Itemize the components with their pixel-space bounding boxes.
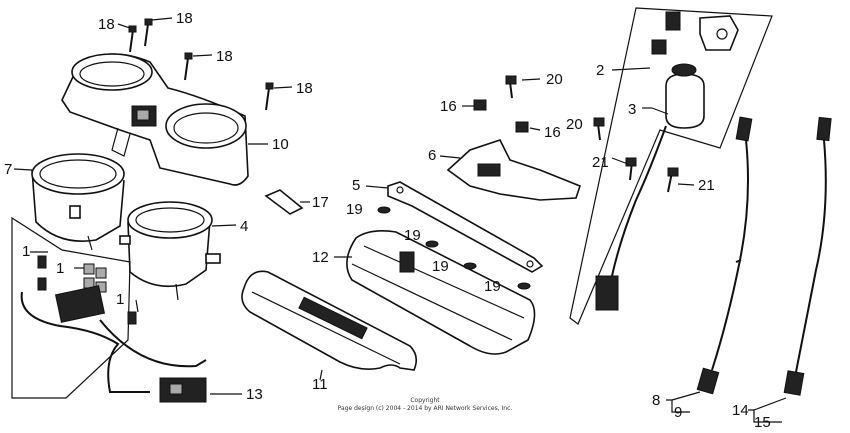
callout-15: 15 <box>754 414 771 431</box>
callout-2: 2 <box>596 62 604 79</box>
callout-20-a: 20 <box>546 71 563 88</box>
speedometer-cable[interactable] <box>666 116 753 413</box>
callout-labels: 18 18 18 18 10 7 4 17 1 1 1 13 12 11 5 1… <box>4 10 771 431</box>
callout-18-a: 18 <box>98 16 115 33</box>
ignition-switch-box <box>569 7 773 325</box>
callout-19-d: 19 <box>484 278 501 295</box>
meter-case-upper[interactable] <box>61 53 268 186</box>
callout-14: 14 <box>732 402 749 419</box>
callout-17: 17 <box>312 194 329 211</box>
callout-7: 7 <box>4 161 12 178</box>
callout-18-d: 18 <box>296 80 313 97</box>
callout-6: 6 <box>428 147 436 164</box>
nut-washer-set[interactable] <box>377 75 605 290</box>
callout-19-a: 19 <box>346 201 363 218</box>
callout-16-a: 16 <box>440 98 457 115</box>
meter-plate[interactable] <box>264 189 310 215</box>
callout-21-a: 21 <box>592 154 609 171</box>
callout-20-b: 20 <box>566 116 583 133</box>
callout-19-c: 19 <box>432 258 449 275</box>
copyright-line-2: Page design (c) 2004 - 2014 by ARI Netwo… <box>338 405 513 412</box>
bulb-sockets[interactable] <box>20 251 242 403</box>
ignition-wire-lead[interactable] <box>595 125 695 311</box>
callout-4: 4 <box>240 218 248 235</box>
callout-18-b: 18 <box>176 10 193 27</box>
copyright-line-1: Copyright <box>410 397 440 404</box>
callout-12: 12 <box>312 249 329 266</box>
callout-1-c: 1 <box>116 291 124 308</box>
meter-bracket[interactable] <box>365 181 544 273</box>
callout-5: 5 <box>352 177 360 194</box>
callout-18-c: 18 <box>216 48 233 65</box>
callout-16-b: 16 <box>544 124 561 141</box>
callout-19-b: 19 <box>404 227 421 244</box>
callout-1-a: 1 <box>22 243 30 260</box>
callout-9: 9 <box>674 404 682 421</box>
callout-21-b: 21 <box>698 177 715 194</box>
stay-plate[interactable] <box>439 139 581 201</box>
callout-11: 11 <box>312 376 328 393</box>
callout-10: 10 <box>272 136 289 153</box>
ignition-switch[interactable] <box>611 11 739 129</box>
screw-set[interactable] <box>117 17 293 111</box>
tachometer-cable[interactable] <box>748 116 832 423</box>
callout-3: 3 <box>628 101 636 118</box>
speedometer[interactable] <box>119 201 237 301</box>
tachometer[interactable] <box>13 153 125 251</box>
callout-1-b: 1 <box>56 260 64 277</box>
wire-harness-box <box>11 216 131 399</box>
callout-13: 13 <box>246 386 263 403</box>
meter-case-lower[interactable] <box>334 230 536 355</box>
emblem-cover[interactable] <box>241 270 418 381</box>
callout-8: 8 <box>652 392 660 409</box>
